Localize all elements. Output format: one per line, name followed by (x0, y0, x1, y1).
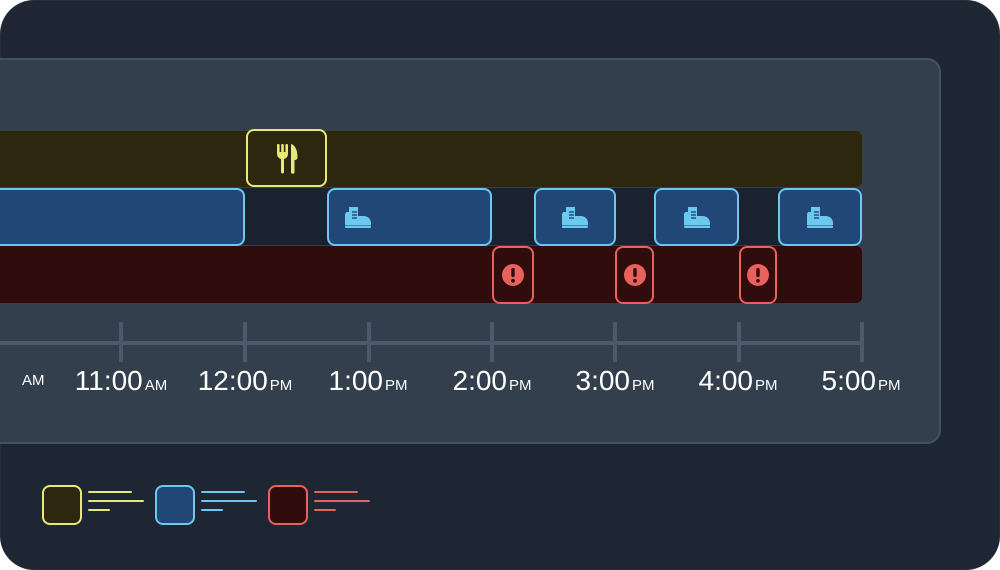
legend-walk-line (201, 509, 223, 511)
tick-meridiem: PM (632, 377, 655, 394)
axis-tick (860, 322, 864, 362)
axis-tick (367, 322, 371, 362)
alert-event[interactable] (615, 246, 654, 304)
legend-alert-line (314, 500, 370, 502)
tick-time: 4:00 (698, 365, 754, 396)
legend-alert-line (314, 509, 336, 511)
legend-meal-swatch (42, 485, 82, 525)
axis-tick (490, 322, 494, 362)
tick-meridiem: PM (878, 377, 901, 394)
fork-knife-icon (276, 144, 297, 174)
meal-event[interactable] (246, 129, 327, 187)
legend-alert-swatch (268, 485, 308, 525)
alert-track (0, 246, 862, 303)
tick-label: AM (22, 366, 45, 396)
legend-alert-line (314, 491, 358, 493)
tick-meridiem: PM (269, 377, 293, 394)
tick-meridiem: AM (22, 372, 45, 389)
alert-event[interactable] (739, 246, 777, 304)
legend-meal-line (88, 491, 132, 493)
legend-walk-line (201, 491, 245, 493)
tick-time: 12:00 (197, 365, 268, 396)
boot-icon (345, 207, 371, 228)
exclamation-icon (623, 264, 646, 286)
walk-event[interactable] (327, 188, 492, 246)
boot-icon (683, 207, 710, 228)
time-axis (0, 341, 864, 345)
tick-meridiem: PM (385, 377, 408, 394)
tick-time: 3:00 (575, 365, 631, 396)
walk-event[interactable] (0, 188, 245, 246)
walk-event[interactable] (654, 188, 739, 246)
walk-event[interactable] (778, 188, 862, 246)
legend-meal-line (88, 500, 144, 502)
walk-event[interactable] (534, 188, 616, 246)
tick-time: 1:00 (328, 365, 384, 396)
exclamation-icon (502, 264, 524, 286)
axis-tick (613, 322, 617, 362)
tick-time: 5:00 (821, 365, 877, 396)
axis-tick (119, 322, 123, 362)
tick-meridiem: PM (755, 377, 778, 394)
axis-tick (243, 322, 247, 362)
legend-meal-line (88, 509, 110, 511)
tick-time: 2:00 (452, 365, 508, 396)
tick-time: 11:00 (74, 365, 143, 396)
alert-event[interactable] (492, 246, 534, 304)
axis-tick (737, 322, 741, 362)
boot-icon (807, 207, 833, 228)
legend-walk-line (201, 500, 257, 502)
meal-track (0, 131, 862, 187)
tick-meridiem: AM (144, 377, 168, 394)
exclamation-icon (747, 264, 769, 286)
legend-walk-swatch (155, 485, 195, 525)
boot-icon (562, 207, 588, 228)
tick-meridiem: PM (509, 377, 532, 394)
